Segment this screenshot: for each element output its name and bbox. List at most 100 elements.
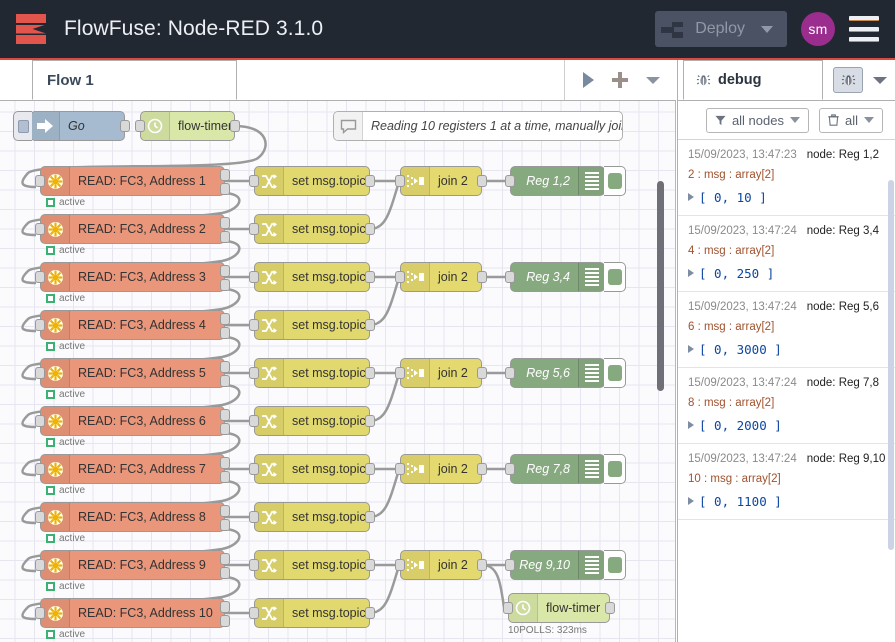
chevron-down-icon[interactable] [873, 76, 887, 84]
output-port-2[interactable] [220, 615, 230, 627]
modbus-read-node[interactable]: READ: FC3, Address 9 [35, 550, 230, 580]
input-port[interactable] [505, 559, 515, 571]
chevron-down-icon[interactable] [646, 76, 660, 84]
output-port[interactable] [477, 463, 487, 475]
input-port[interactable] [505, 271, 515, 283]
output-port-1[interactable] [220, 553, 230, 565]
output-port[interactable] [365, 511, 375, 523]
join-node[interactable]: join 2 [395, 262, 487, 292]
change-node[interactable]: set msg.topic [249, 310, 375, 340]
output-port-2[interactable] [220, 567, 230, 579]
output-port[interactable] [477, 271, 487, 283]
timer-node-bottom[interactable]: flow-timer [503, 593, 615, 623]
output-port[interactable] [477, 175, 487, 187]
output-port-1[interactable] [220, 169, 230, 181]
expand-arrow-icon[interactable] [688, 345, 694, 354]
debug-node[interactable]: Reg 5,6 [505, 358, 626, 388]
modbus-read-node[interactable]: READ: FC3, Address 10 [35, 598, 230, 628]
input-port[interactable] [35, 463, 45, 475]
input-port[interactable] [249, 319, 259, 331]
tab-debug[interactable]: debug [683, 60, 823, 100]
debug-node[interactable]: Reg 7,8 [505, 454, 626, 484]
modbus-read-node[interactable]: READ: FC3, Address 5 [35, 358, 230, 388]
input-port[interactable] [249, 175, 259, 187]
output-port[interactable] [477, 367, 487, 379]
output-port-2[interactable] [220, 519, 230, 531]
input-port[interactable] [395, 559, 405, 571]
debug-message[interactable]: 15/09/2023, 13:47:24 node: Reg 9,10 10 :… [678, 444, 895, 520]
input-port[interactable] [395, 367, 405, 379]
debug-enable-toggle[interactable] [604, 262, 626, 292]
debug-message[interactable]: 15/09/2023, 13:47:24 node: Reg 5,6 6 : m… [678, 292, 895, 368]
input-port[interactable] [395, 271, 405, 283]
input-port[interactable] [35, 319, 45, 331]
output-port[interactable] [365, 559, 375, 571]
debug-message[interactable]: 15/09/2023, 13:47:23 node: Reg 1,2 2 : m… [678, 140, 895, 216]
output-port-1[interactable] [220, 409, 230, 421]
output-port-2[interactable] [220, 375, 230, 387]
debug-message[interactable]: 15/09/2023, 13:47:24 node: Reg 3,4 4 : m… [678, 216, 895, 292]
input-port[interactable] [249, 367, 259, 379]
join-node[interactable]: join 2 [395, 166, 487, 196]
input-port[interactable] [35, 511, 45, 523]
modbus-read-node[interactable]: READ: FC3, Address 1 [35, 166, 230, 196]
output-port-2[interactable] [220, 231, 230, 243]
debug-node[interactable]: Reg 9,10 [505, 550, 626, 580]
input-port[interactable] [505, 175, 515, 187]
output-port-1[interactable] [220, 265, 230, 277]
input-port[interactable] [35, 607, 45, 619]
clear-all-button[interactable]: all [818, 107, 883, 133]
change-node[interactable]: set msg.topic [249, 550, 375, 580]
output-port-1[interactable] [220, 313, 230, 325]
input-port[interactable] [249, 559, 259, 571]
input-port[interactable] [503, 602, 513, 614]
output-port[interactable] [365, 415, 375, 427]
expand-arrow-icon[interactable] [688, 497, 694, 506]
timer-node-top[interactable]: flow-timer [135, 111, 240, 141]
input-port[interactable] [249, 463, 259, 475]
modbus-read-node[interactable]: READ: FC3, Address 6 [35, 406, 230, 436]
debug-enable-toggle[interactable] [604, 454, 626, 484]
output-port-1[interactable] [220, 361, 230, 373]
input-port[interactable] [35, 559, 45, 571]
input-port[interactable] [249, 271, 259, 283]
debug-node[interactable]: Reg 3,4 [505, 262, 626, 292]
output-port[interactable] [365, 463, 375, 475]
output-port-2[interactable] [220, 279, 230, 291]
flow-canvas[interactable]: Go flow-timer Reading 10 registers 1 a [0, 101, 676, 642]
comment-node[interactable]: Reading 10 registers 1 at a time, manual… [333, 111, 623, 141]
avatar[interactable]: sm [801, 12, 835, 46]
input-port[interactable] [135, 120, 145, 132]
modbus-read-node[interactable]: READ: FC3, Address 2 [35, 214, 230, 244]
debug-enable-toggle[interactable] [604, 358, 626, 388]
join-node[interactable]: join 2 [395, 358, 487, 388]
output-port-1[interactable] [220, 601, 230, 613]
play-icon[interactable] [583, 72, 594, 88]
debug-enable-toggle[interactable] [604, 166, 626, 196]
expand-arrow-icon[interactable] [688, 269, 694, 278]
input-port[interactable] [35, 223, 45, 235]
output-port-2[interactable] [220, 183, 230, 195]
chevron-down-icon[interactable] [761, 25, 773, 33]
debug-message-list[interactable]: 15/09/2023, 13:47:23 node: Reg 1,2 2 : m… [678, 140, 895, 642]
sidebar-scrollbar[interactable] [888, 180, 894, 550]
canvas-scrollbar[interactable] [657, 181, 664, 391]
change-node[interactable]: set msg.topic [249, 502, 375, 532]
modbus-read-node[interactable]: READ: FC3, Address 3 [35, 262, 230, 292]
input-port[interactable] [35, 367, 45, 379]
hamburger-menu-icon[interactable] [849, 16, 879, 42]
output-port[interactable] [365, 271, 375, 283]
canvas-grid[interactable]: Go flow-timer Reading 10 registers 1 a [0, 101, 675, 642]
change-node[interactable]: set msg.topic [249, 166, 375, 196]
input-port[interactable] [395, 463, 405, 475]
output-port-1[interactable] [220, 505, 230, 517]
output-port[interactable] [365, 607, 375, 619]
output-port-2[interactable] [220, 471, 230, 483]
expand-arrow-icon[interactable] [688, 421, 694, 430]
output-port-1[interactable] [220, 217, 230, 229]
inject-trigger-button[interactable] [13, 111, 32, 141]
output-port-2[interactable] [220, 327, 230, 339]
modbus-read-node[interactable]: READ: FC3, Address 4 [35, 310, 230, 340]
change-node[interactable]: set msg.topic [249, 406, 375, 436]
output-port[interactable] [605, 602, 615, 614]
